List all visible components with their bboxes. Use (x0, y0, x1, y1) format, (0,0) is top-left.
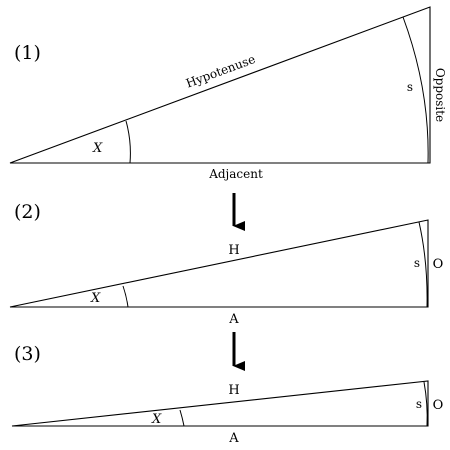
panel-1: (1) X Hypotenuse Adjacent Opposite s (9, 6, 447, 181)
arc-s-2 (418, 221, 428, 308)
angle-label-1: X (92, 141, 103, 156)
triangle-1 (9, 6, 431, 164)
angle-label-2: X (90, 291, 101, 306)
angle-arc-1 (125, 120, 131, 164)
arc-label-3: s (416, 397, 422, 411)
step-label-3: (3) (14, 343, 41, 365)
adjacent-label-1: Adjacent (208, 167, 263, 181)
angle-arc-3 (179, 409, 185, 427)
arc-s-3 (423, 381, 428, 427)
angle-arc-2 (122, 285, 129, 308)
panel-2: (2) X H A O s (9, 201, 444, 327)
opposite-label-1: Opposite (433, 68, 447, 122)
hypotenuse-label-3: H (228, 383, 239, 398)
arc-label-1: s (407, 80, 413, 94)
opposite-label-3: O (433, 398, 444, 413)
panel-3: (3) X H A O s (11, 343, 444, 446)
arc-s-1 (402, 16, 429, 164)
adjacent-label-3: A (228, 431, 239, 446)
triangle-3 (11, 380, 429, 427)
adjacent-label-2: A (228, 312, 239, 327)
angle-label-3: X (151, 412, 162, 427)
arc-label-2: s (414, 256, 420, 270)
step-label-1: (1) (14, 42, 41, 64)
opposite-label-2: O (433, 257, 444, 272)
hypotenuse-label-2: H (228, 243, 239, 258)
triangle-2 (9, 219, 429, 308)
step-label-2: (2) (14, 201, 41, 223)
